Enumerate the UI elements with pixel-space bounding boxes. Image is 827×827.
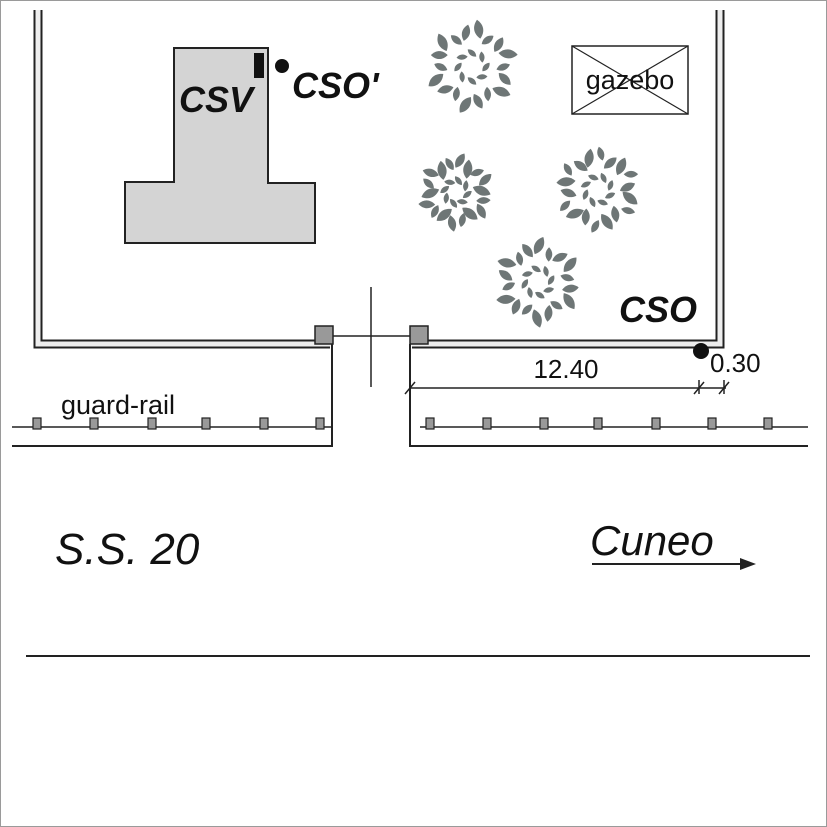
label-csv: CSV [179, 79, 256, 120]
gate-post-left [314, 325, 334, 345]
property-wall [33, 10, 725, 349]
guard-rail-post [482, 417, 492, 430]
driveway-edge-left [12, 344, 333, 447]
guard-rail-post [259, 417, 269, 430]
guard-rail-right [420, 417, 808, 430]
gate-post-right [409, 325, 429, 345]
instrument-box [254, 53, 264, 78]
label-gazebo: gazebo [586, 65, 675, 95]
guard-rail-post [315, 417, 325, 430]
guard-rail-post [201, 417, 211, 430]
driveway-edge-right [409, 344, 808, 447]
gazebo [571, 45, 689, 115]
label-cso: CSO [619, 289, 697, 330]
guard-rail-post [763, 417, 773, 430]
guard-rail-post [89, 417, 99, 430]
tree-icon [425, 18, 519, 116]
guard-rail-post [425, 417, 435, 430]
guard-rail-post [707, 417, 717, 430]
dimension-line [404, 380, 730, 395]
label-guard-rail: guard-rail [61, 390, 175, 420]
label-cso-prime: CSO' [292, 65, 380, 106]
guard-rail-post [32, 417, 42, 430]
tree-icon [555, 145, 641, 235]
guard-rail-post [147, 417, 157, 430]
direction-arrow [592, 558, 756, 570]
label-road: S.S. 20 [55, 525, 200, 574]
guard-rail-left [12, 417, 332, 430]
cso-point [693, 343, 709, 359]
tree-icon [418, 151, 495, 233]
guard-rail-post [593, 417, 603, 430]
label-dimension-main: 12.40 [533, 354, 598, 384]
guard-rail-post [539, 417, 549, 430]
tree-icon [496, 234, 580, 329]
label-dimension-small: 0.30 [710, 348, 761, 378]
building-csv [124, 47, 316, 244]
guard-rail-post [651, 417, 661, 430]
label-direction: Cuneo [590, 517, 714, 564]
cso-prime-point [275, 59, 289, 73]
